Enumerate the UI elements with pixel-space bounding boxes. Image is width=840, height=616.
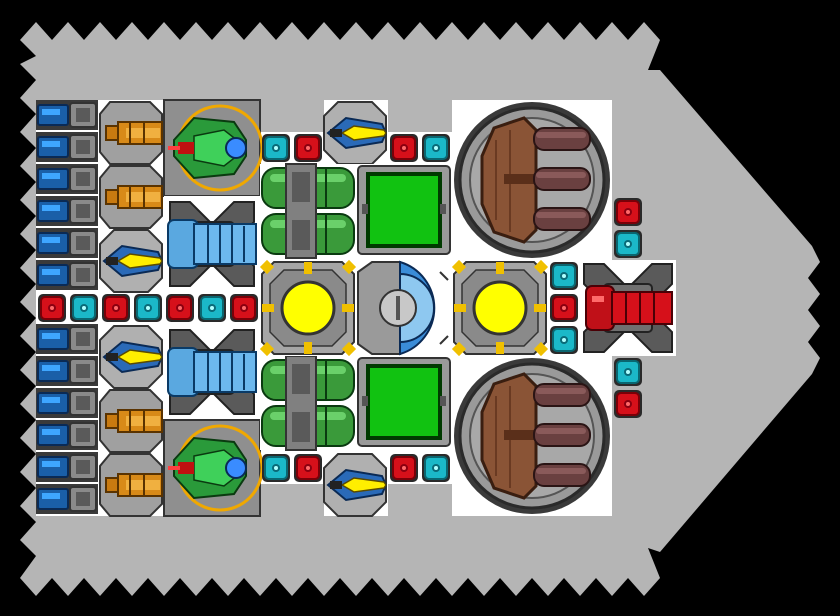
gyro-icon[interactable] [162,98,264,198]
hangar-icon[interactable] [450,354,614,518]
thruster-icon[interactable] [99,101,163,165]
tank-icon[interactable] [259,355,357,451]
red-connector-icon[interactable] [389,133,419,163]
red-connector-icon[interactable] [389,453,419,483]
engine-icon[interactable] [99,229,163,293]
cyan-connector-icon[interactable] [261,453,291,483]
thruster-icon[interactable] [99,389,163,453]
red-connector-icon[interactable] [549,293,579,323]
red-connector-icon[interactable] [293,133,323,163]
cockpit-icon[interactable] [356,260,452,356]
connector-row-left[interactable] [37,293,259,323]
turret-icon[interactable] [163,195,261,293]
red-connector-icon[interactable] [613,389,643,419]
engine-icon[interactable] [323,453,387,517]
cyan-connector-icon[interactable] [549,261,579,291]
cyan-connector-icon[interactable] [613,357,643,387]
cyan-connector-icon[interactable] [613,229,643,259]
screen-icon[interactable] [354,162,454,260]
cannon-icon[interactable] [580,260,676,356]
engine-icon[interactable] [99,325,163,389]
cyan-connector-icon[interactable] [421,453,451,483]
tank-icon[interactable] [259,163,357,259]
reactor-icon[interactable] [258,258,358,358]
cyan-connector-icon[interactable] [421,133,451,163]
thruster-icon[interactable] [99,453,163,517]
thruster-icon[interactable] [99,165,163,229]
hangar-icon[interactable] [450,98,614,262]
gyro-icon[interactable] [162,418,264,518]
engine-icon[interactable] [323,101,387,165]
red-connector-icon[interactable] [613,197,643,227]
red-connector-icon[interactable] [293,453,323,483]
screen-icon[interactable] [354,354,454,452]
cyan-connector-icon[interactable] [549,325,579,355]
cyan-connector-icon[interactable] [261,133,291,163]
turret-icon[interactable] [163,323,261,421]
reactor-icon[interactable] [450,258,550,358]
